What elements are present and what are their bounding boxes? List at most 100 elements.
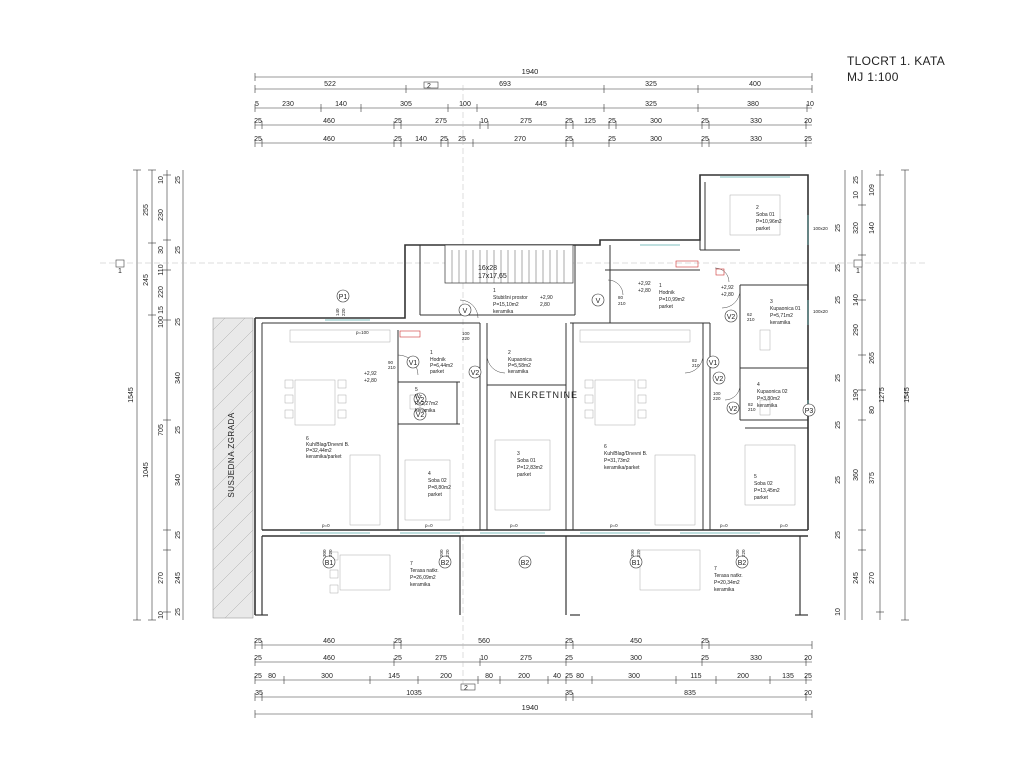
room-hodnik-left: 1 Hodnik P=6,44m2 parket [430, 350, 453, 375]
room-name: Soba 01 [517, 458, 536, 464]
room-name: Kupaonica 02 [757, 389, 788, 395]
dim-value: 25 [565, 655, 573, 662]
tick-marks-bottom [254, 641, 813, 718]
room-name: Stubišni prostor [493, 295, 528, 301]
room-area: P=32,44m2 [306, 448, 332, 454]
section-mark: 2 [427, 83, 431, 90]
dim-value: 25 [440, 136, 448, 143]
room-soba02-left: 4 Soba 02 P=8,80m2 parket [428, 471, 451, 498]
room-number: 3 [517, 451, 520, 457]
dim-value: 25 [701, 655, 709, 662]
dim-value: 25 [175, 608, 182, 616]
dim-value: 25 [254, 118, 262, 125]
dim-value: 25 [458, 136, 466, 143]
dim-value: 460 [323, 118, 335, 125]
dim-value: 460 [323, 638, 335, 645]
dim-value: 25 [394, 118, 402, 125]
room-name: Soba 02 [754, 481, 773, 487]
room-area: P=8,80m2 [428, 485, 451, 491]
tag: P1 [339, 294, 348, 301]
dim-value: 705 [158, 424, 165, 436]
opening-dim: 210 [747, 317, 755, 322]
dim-value: 1045 [143, 462, 150, 478]
dim-value: 25 [701, 118, 709, 125]
opening-dim: p=0 [322, 523, 330, 528]
furniture-right-dining [579, 329, 701, 591]
dim-value: 450 [630, 638, 642, 645]
dim-value: 330 [750, 118, 762, 125]
tag: V2 [471, 370, 480, 377]
level-mark: +2,90 [540, 295, 553, 301]
dim-value: 10 [835, 608, 842, 616]
tag: P3 [805, 408, 814, 415]
tag: V1 [409, 360, 418, 367]
dim-value: 460 [323, 655, 335, 662]
stair-labels: 16x28 17x17,65 [478, 265, 507, 280]
tag: B2 [521, 560, 530, 567]
dim-value: 200 [518, 673, 530, 680]
room-stubisni-prostor: 1 Stubišni prostor P=15,10m2 keramika [493, 288, 528, 315]
room-soba02-right: 5 Soba 02 P=13,45m2 parket [754, 474, 780, 501]
dim-value: 270 [158, 572, 165, 584]
dim-value: 25 [175, 531, 182, 539]
dim-value: 25 [804, 673, 812, 680]
level-mark: +2,80 [721, 292, 734, 298]
dim-value: 125 [584, 118, 596, 125]
room-name: Hodnik [430, 357, 446, 363]
room-area: P=10,99m2 [659, 297, 685, 303]
room-area: P=26,09m2 [410, 575, 436, 581]
dim-value: 25 [254, 136, 262, 143]
dim-value: 230 [282, 101, 294, 108]
dim-value: 275 [435, 118, 447, 125]
dim-value: 80 [869, 406, 876, 414]
room-number: 4 [757, 382, 760, 388]
opening-dim: 80 [618, 295, 624, 300]
room-area: P=12,83m2 [517, 465, 543, 471]
room-number: 1 [493, 288, 496, 294]
room-number: 5 [754, 474, 757, 480]
room-terasa-left: 7 Terasa natkr. P=26,09m2 keramika [410, 561, 439, 588]
stair-size: 16x28 [478, 265, 497, 272]
dim-value: 275 [435, 655, 447, 662]
dim-value: 1275 [879, 387, 886, 403]
room-kupaonica02-right: 4 Kupaonica 02 P=3,80m2 keramika [757, 382, 788, 409]
dim-value: 375 [869, 472, 876, 484]
furniture-bedrooms [404, 194, 796, 521]
opening-dim: 220 [462, 336, 470, 341]
dim-value: 25 [835, 224, 842, 232]
opening-dim: 220 [741, 549, 746, 557]
dim-value: 25 [608, 136, 616, 143]
dim-value: 80 [485, 673, 493, 680]
dims-top-row2: 5 230 140 305 100 445 325 380 10 [255, 101, 814, 108]
opening-dim: 82 [748, 402, 754, 407]
room-floor: keramika [493, 309, 514, 315]
dim-value: 300 [321, 673, 333, 680]
room-area: P=13,45m2 [754, 488, 780, 494]
room-soba01-right: 2 Soba 01 P=10,96m2 parket [756, 205, 782, 232]
tag: V [596, 298, 601, 305]
tag: V2 [416, 397, 425, 404]
opening-dim: 210 [692, 363, 700, 368]
dim-value: 25 [565, 136, 573, 143]
opening-dim: 220 [341, 308, 346, 316]
room-hodnik-right: 1 Hodnik P=10,99m2 parket [659, 283, 685, 310]
room-name: Soba 01 [756, 212, 775, 218]
dim-value: 30 [158, 246, 165, 254]
dim-value: 25 [175, 246, 182, 254]
room-number: 7 [714, 566, 717, 572]
dim-value: 360 [853, 469, 860, 481]
terrace-outline [255, 536, 808, 616]
dim-value: 275 [520, 655, 532, 662]
dim-value: 25 [608, 118, 616, 125]
room-name: Soba 02 [428, 478, 447, 484]
opening-dim: p=0 [720, 523, 728, 528]
opening-dim: 300 [322, 549, 327, 557]
dim-value: 100 [459, 101, 471, 108]
dim-value: 10 [158, 611, 165, 619]
dim-value: 145 [388, 673, 400, 680]
opening-dim: p=0 [610, 523, 618, 528]
room-soba01-left: 3 Soba 01 P=12,83m2 parket [517, 451, 543, 478]
room-number: 7 [410, 561, 413, 567]
